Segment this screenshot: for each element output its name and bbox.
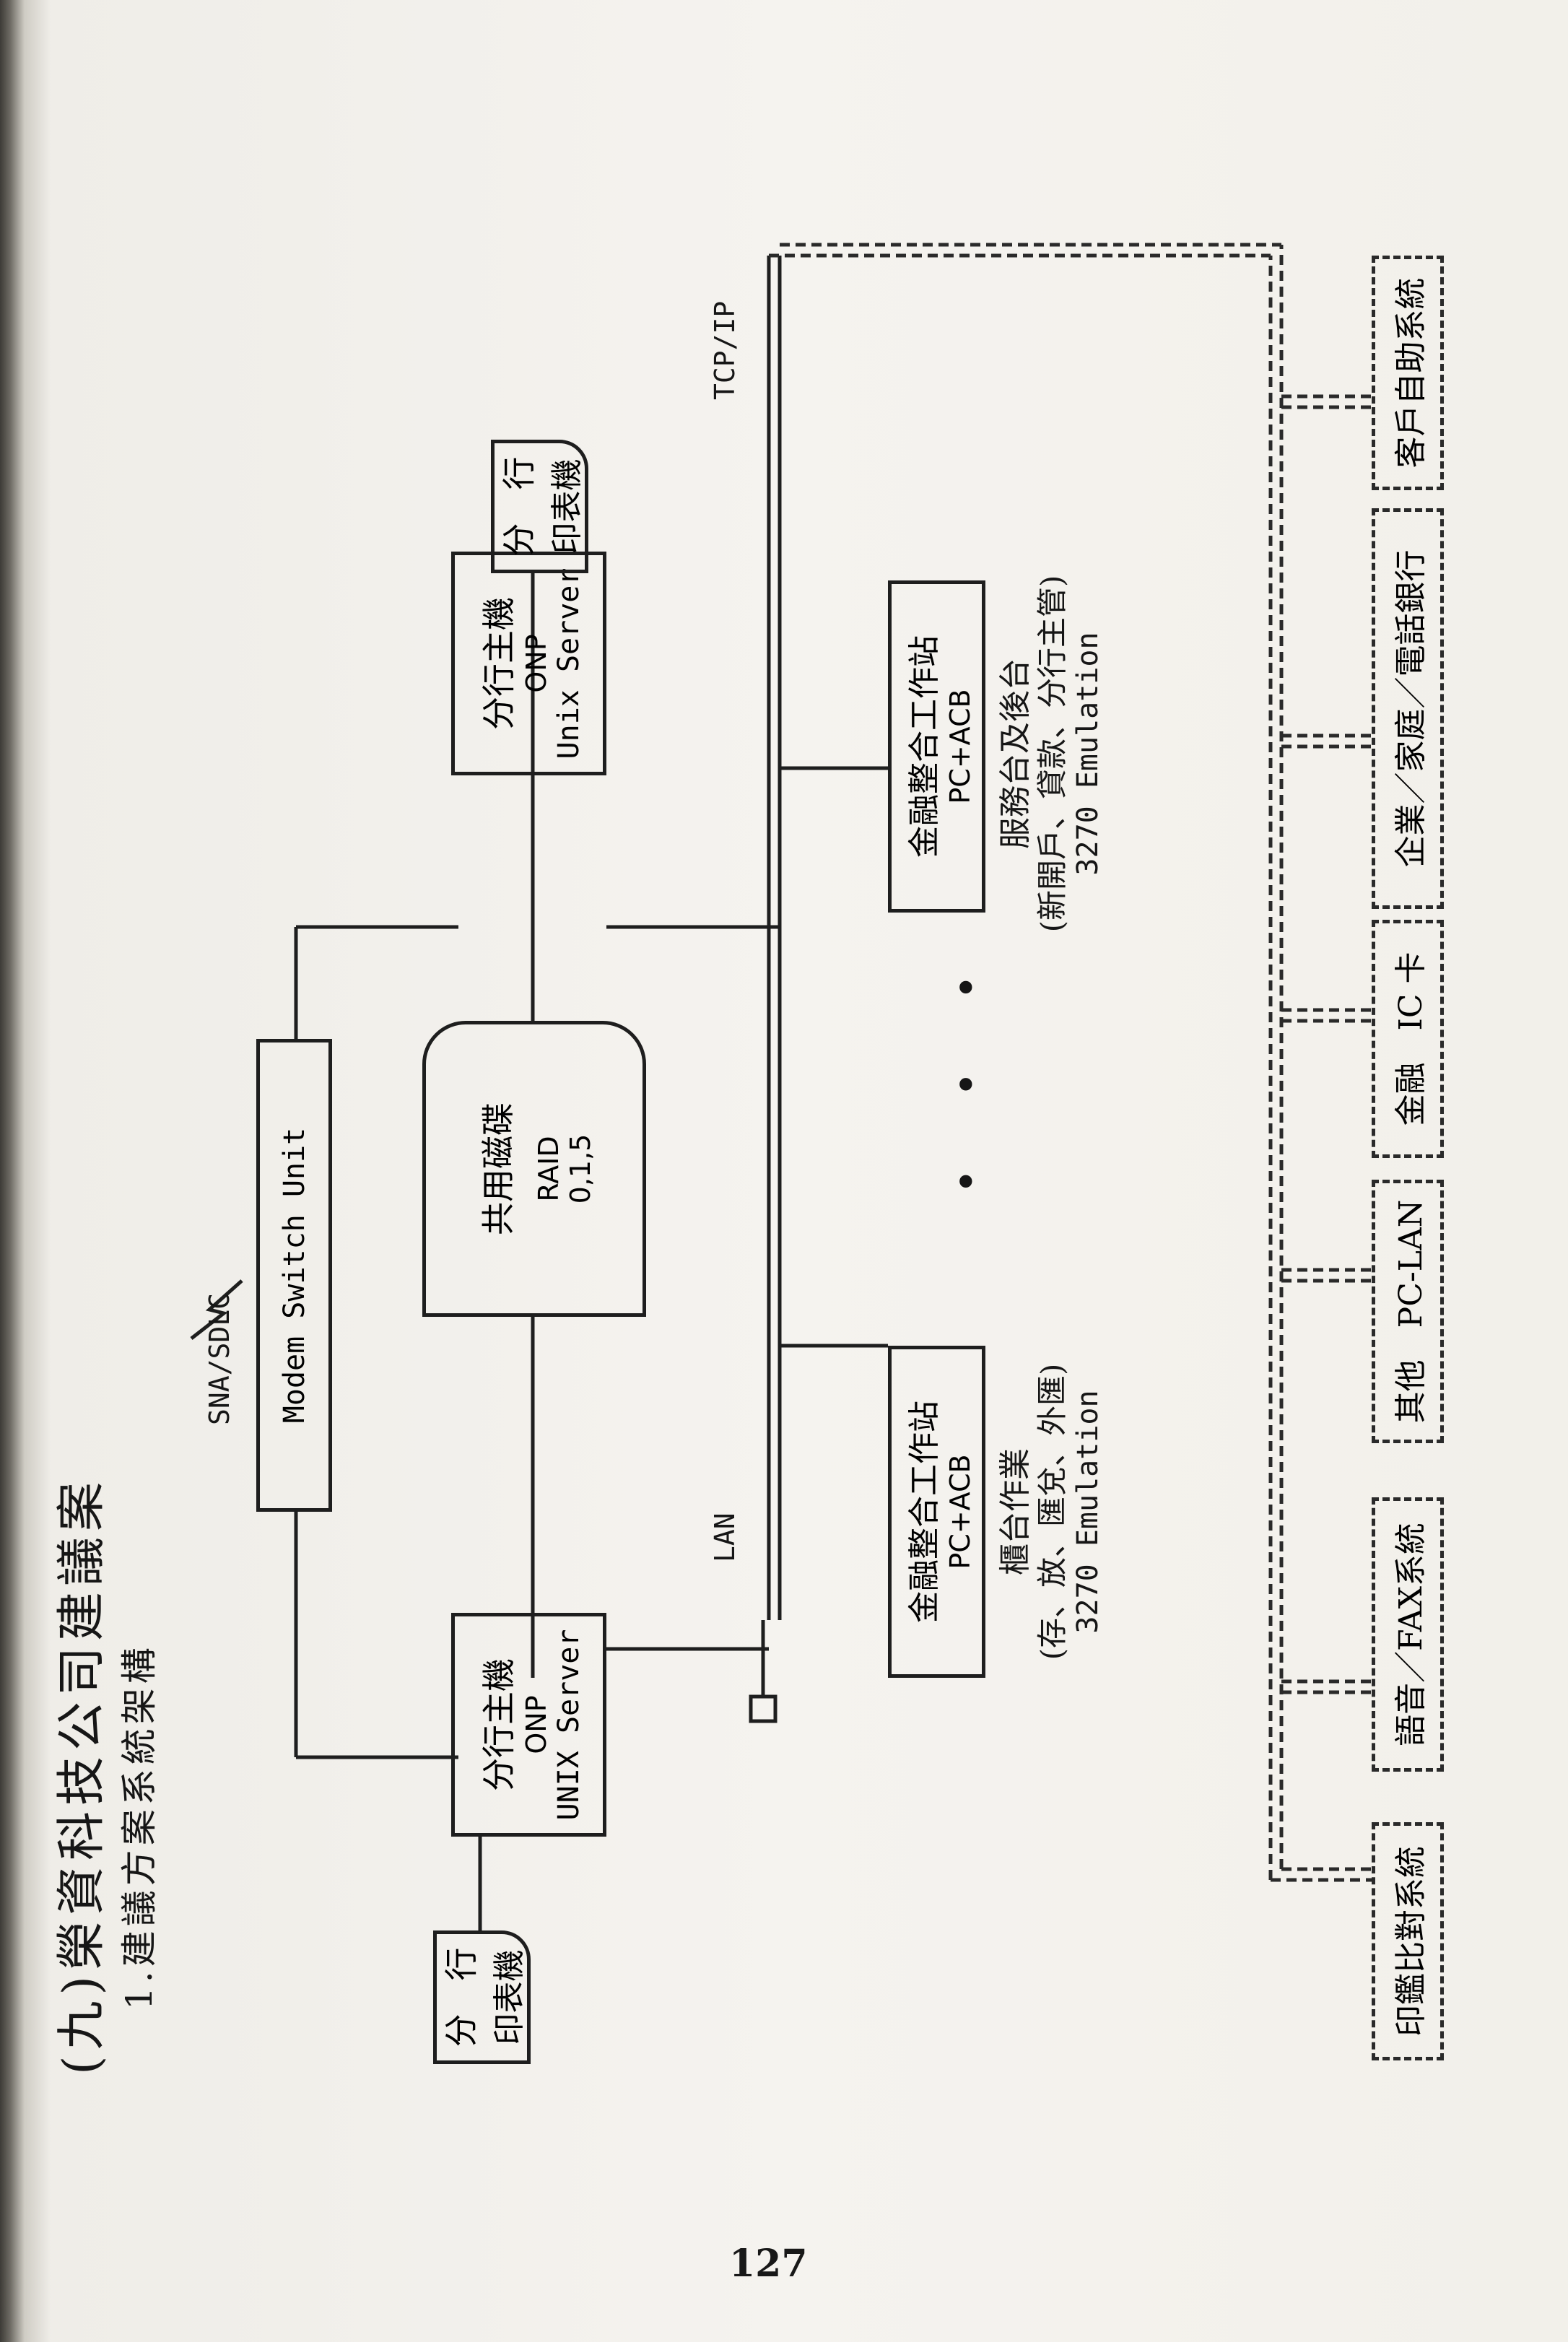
branch-server-left: 分行主機 ONP UNIX Server	[451, 1613, 606, 1837]
system-label: 客戶自助系統	[1393, 277, 1429, 469]
system-box-self-service: 客戶自助系統	[1372, 256, 1444, 490]
server-label-line: Unix Server	[552, 567, 585, 759]
printer-label-line: 印表機	[548, 458, 585, 554]
workstation-note: (新開戶、貸款、分行主管)	[1035, 575, 1070, 933]
modem-switch-unit: Modem Switch Unit	[256, 1039, 332, 1512]
workstation-left-notes: 櫃台作業 (存、放、匯兌、外匯) 3270 Emulation	[997, 1324, 1105, 1699]
lan-label: LAN	[709, 1512, 741, 1562]
page-number: 127	[729, 2242, 808, 2286]
disk-label-line: 0,1,5	[565, 1133, 596, 1204]
branch-printer-right: 分 行 印表機	[491, 440, 588, 573]
workstation-note: 服務台及後台	[997, 658, 1034, 849]
server-label-line: UNIX Server	[552, 1629, 585, 1821]
workstation-label-line: 金融整合工作站	[905, 1401, 943, 1623]
server-label-line: ONP	[520, 1695, 552, 1754]
branch-server-right: 分行主機 ONP Unix Server	[451, 552, 606, 775]
printer-label-line: 分 行	[499, 456, 539, 557]
system-label: 企業／家庭／電話銀行	[1393, 549, 1429, 868]
system-box-ic-card: 金融 IC 卡	[1372, 920, 1444, 1158]
system-label: 其他 PC-LAN	[1393, 1199, 1429, 1424]
workstation-note: 櫃台作業	[997, 1448, 1034, 1575]
workstation-left: 金融整合工作站 PC+ACB	[888, 1346, 985, 1678]
server-label-line: 分行主機	[479, 597, 518, 730]
workstation-label-line: 金融整合工作站	[905, 635, 943, 858]
modem-label: Modem Switch Unit	[277, 1127, 311, 1424]
workstation-label-line: PC+ACB	[944, 1454, 976, 1570]
branch-printer-left: 分 行 印表機	[433, 1930, 531, 2064]
workstation-note: 3270 Emulation	[1071, 1390, 1105, 1634]
server-label-line: 分行主機	[479, 1658, 518, 1791]
system-box-voice-fax: 語音／FAX系統	[1372, 1497, 1444, 1772]
system-label: 金融 IC 卡	[1393, 952, 1429, 1126]
ellipsis-dots: • • •	[942, 945, 993, 1194]
disk-label-line: RAID	[533, 1136, 565, 1202]
system-box-phone-banking: 企業／家庭／電話銀行	[1372, 508, 1444, 909]
workstation-label-line: PC+ACB	[944, 689, 976, 804]
tcpip-label: TCP/IP	[709, 300, 741, 400]
workstation-right: 金融整合工作站 PC+ACB	[888, 580, 985, 913]
printer-label-line: 分 行	[441, 1947, 481, 2047]
workstation-note: 3270 Emulation	[1071, 632, 1105, 876]
shared-disk: 共用磁碟 RAID 0,1,5	[422, 1021, 646, 1317]
workstation-note: (存、放、匯兌、外匯)	[1035, 1363, 1070, 1660]
server-label-line: ONP	[520, 634, 552, 693]
system-box-pc-lan: 其他 PC-LAN	[1372, 1180, 1444, 1443]
workstation-right-notes: 服務台及後台 (新開戶、貸款、分行主管) 3270 Emulation	[997, 552, 1105, 956]
printer-label-line: 印表機	[490, 1949, 528, 2045]
disk-label-line: 共用磁碟	[479, 1102, 518, 1235]
system-label: 印鑑比對系統	[1393, 1846, 1429, 2037]
system-label: 語音／FAX系統	[1393, 1523, 1429, 1746]
system-box-imprint-check: 印鑑比對系統	[1372, 1822, 1444, 2060]
sna-sdlc-label: SNA/SDLC	[204, 1292, 235, 1425]
